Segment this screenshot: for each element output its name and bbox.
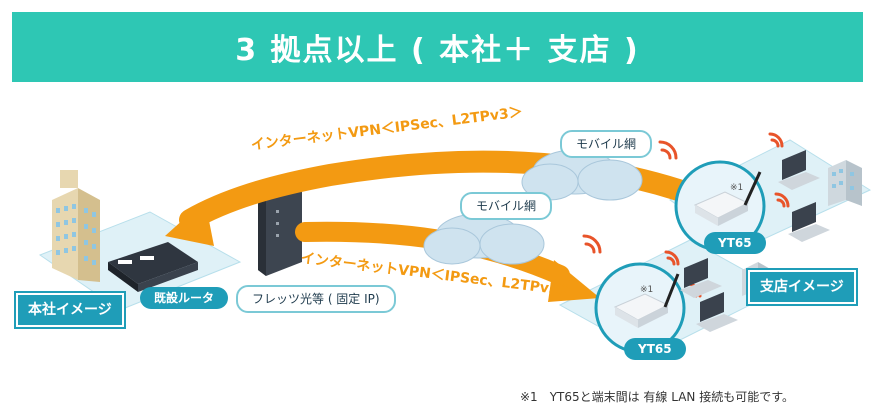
vpn-arrow-top-head [165, 200, 214, 246]
page-title: 3 拠点以上 ( 本社＋ 支店 ) [235, 33, 640, 68]
footnote-marker-top: ※1 [730, 183, 744, 193]
branch-label: 支店イメージ [748, 270, 856, 304]
yt65-bottom-label: YT65 [624, 338, 686, 360]
yt65-top-label: YT65 [704, 232, 766, 254]
mobile-cloud-top-icon [521, 149, 643, 201]
hq-label: 本社イメージ [16, 293, 124, 327]
vpn-arrow-bottom-head [548, 260, 600, 302]
mobile-network-bottom-label: モバイル網 [460, 192, 553, 220]
footnote: ※1 YT65と端末間は 有線 LAN 接続も可能です。 [520, 390, 795, 404]
existing-router-icon [108, 242, 198, 292]
title-banner: 3 拠点以上 ( 本社＋ 支店 ) [12, 12, 863, 82]
laptop-icon [680, 150, 830, 332]
yt65-bottom-device-icon [613, 273, 680, 328]
existing-router-label: 既設ルータ [140, 287, 229, 309]
hq-building-icon [52, 170, 100, 282]
footnote-marker-bottom: ※1 [640, 285, 654, 295]
yt65-top-device-icon [693, 171, 762, 226]
mobile-network-top-label: モバイル網 [560, 130, 653, 158]
onu-device-icon [258, 183, 302, 276]
flets-label: フレッツ光等 ( 固定 IP) [236, 285, 396, 313]
mobile-cloud-bottom-icon [423, 213, 545, 265]
